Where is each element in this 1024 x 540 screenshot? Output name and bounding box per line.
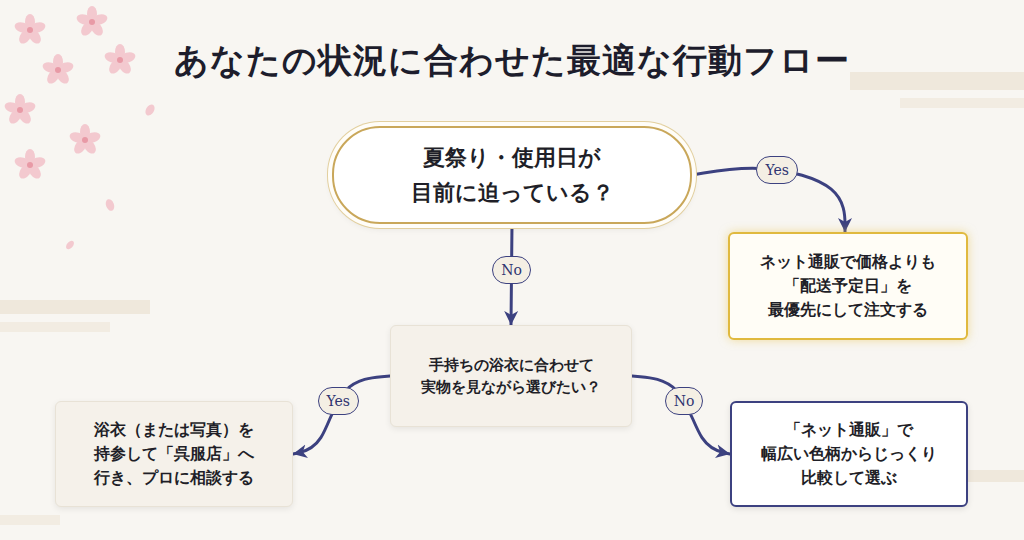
band	[0, 322, 110, 332]
decision-box: 手持ちの浴衣に合わせて 実物を見ながら選びたい？	[390, 325, 632, 427]
blossom	[3, 94, 37, 126]
blossom	[13, 149, 47, 181]
blossom	[75, 6, 109, 38]
edge-badge: Yes	[318, 387, 360, 415]
blossom	[41, 54, 75, 86]
result-box: ネット通販で価格よりも 「配送予定日」を 最優先にして注文する	[728, 232, 968, 340]
blossom	[103, 44, 137, 76]
decision-box: 夏祭り・使用日が 目前に迫っている？	[332, 126, 692, 224]
blossom	[68, 124, 102, 156]
flow-arrow	[632, 376, 730, 454]
petal	[64, 239, 75, 251]
edge-badge: No	[665, 387, 704, 415]
title: あなたの状況に合わせた最適な行動フロー	[0, 38, 1024, 84]
node-text: 「ネット通販」で 幅広い色柄からじっくり 比較して選ぶ	[760, 418, 939, 490]
result-box: 「ネット通販」で 幅広い色柄からじっくり 比較して選ぶ	[730, 401, 968, 507]
flow-arrow	[293, 376, 390, 454]
edge-badge: Yes	[756, 156, 798, 184]
node-text: 浴衣（または写真）を 持参して「呉服店」へ 行き、プロに相談する	[93, 418, 256, 490]
band	[0, 515, 60, 525]
band	[900, 98, 1024, 108]
node-text: ネット通販で価格よりも 「配送予定日」を 最優先にして注文する	[759, 250, 938, 322]
node-text: 手持ちの浴衣に合わせて 実物を見ながら選びたい？	[420, 354, 603, 399]
blossom	[13, 14, 47, 46]
band	[850, 72, 1024, 90]
edge-badge: No	[492, 256, 531, 284]
node-text: 夏祭り・使用日が 目前に迫っている？	[409, 140, 615, 210]
petal	[104, 198, 116, 212]
result-box: 浴衣（または写真）を 持参して「呉服店」へ 行き、プロに相談する	[55, 401, 293, 507]
petal	[144, 103, 157, 117]
band	[0, 300, 150, 314]
